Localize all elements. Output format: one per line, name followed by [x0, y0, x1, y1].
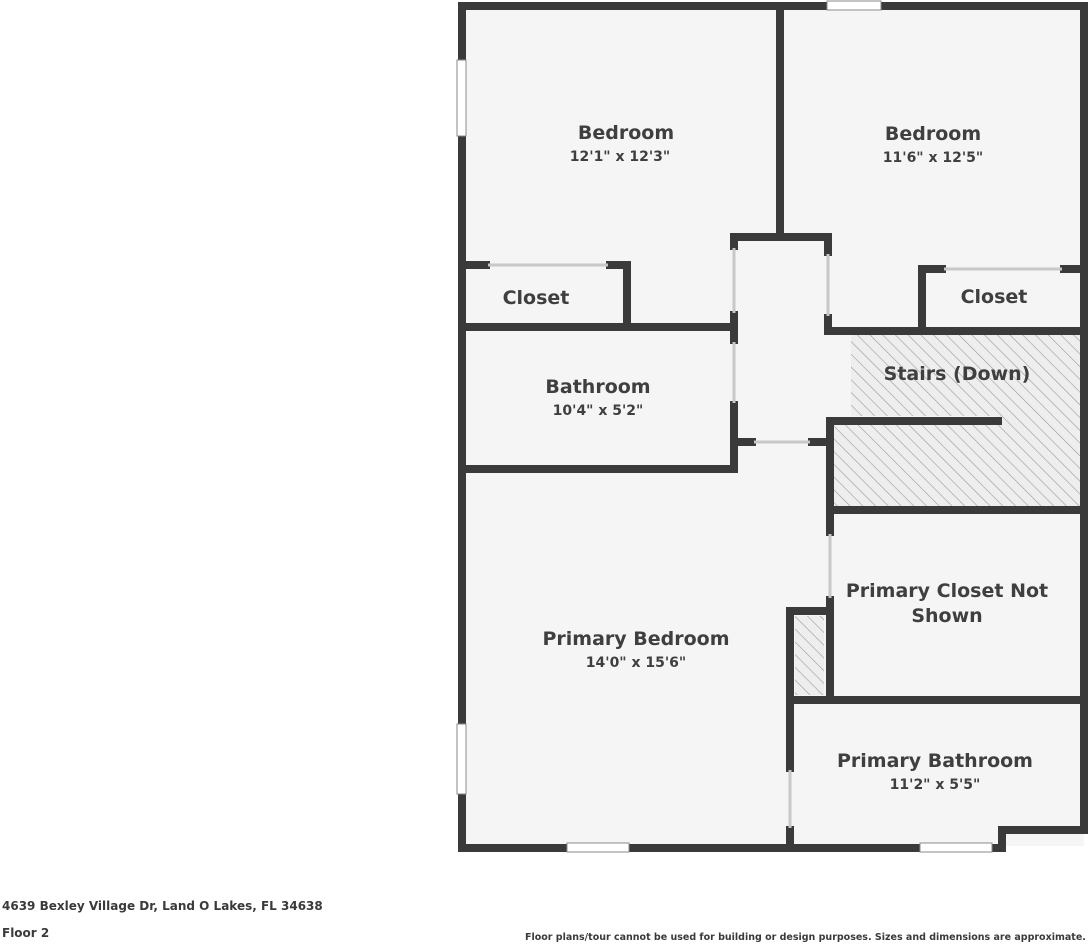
windows — [456, 0, 993, 853]
address-label: 4639 Bexley Village Dr, Land O Lakes, FL… — [2, 899, 323, 913]
walls — [458, 2, 1088, 852]
room-name: Primary Closet Not — [846, 580, 1048, 602]
room-closet-2: Closet — [961, 286, 1028, 308]
room-name: Bedroom — [578, 122, 674, 144]
room-primary-closet: Primary Closet Not Shown — [846, 580, 1048, 627]
room-name: Primary Bedroom — [542, 628, 729, 650]
room-name: Bathroom — [545, 376, 650, 398]
floor-label: Floor 2 — [2, 926, 50, 940]
disclaimer-text: Floor plans/tour cannot be used for buil… — [525, 932, 1086, 943]
room-name-line2: Shown — [911, 605, 982, 627]
room-primary-bathroom: Primary Bathroom 11'2" x 5'5" — [837, 750, 1033, 793]
room-name: Primary Bathroom — [837, 750, 1033, 772]
room-dims: 12'1" x 12'3" — [570, 149, 670, 165]
stairs-hatch — [795, 333, 1081, 695]
room-dims: 10'4" x 5'2" — [553, 403, 644, 419]
room-name: Stairs (Down) — [884, 363, 1031, 385]
room-name: Closet — [503, 287, 570, 309]
room-name: Closet — [961, 286, 1028, 308]
door-openings — [488, 248, 1062, 828]
room-stairs: Stairs (Down) — [884, 363, 1031, 385]
room-dims: 11'2" x 5'5" — [890, 777, 981, 793]
room-primary-bedroom: Primary Bedroom 14'0" x 15'6" — [542, 628, 729, 671]
room-name: Bedroom — [885, 123, 981, 145]
room-bathroom: Bathroom 10'4" x 5'2" — [545, 376, 650, 419]
room-dims: 11'6" x 12'5" — [883, 150, 983, 166]
room-bedroom-2: Bedroom 11'6" x 12'5" — [883, 123, 983, 166]
room-bedroom-1: Bedroom 12'1" x 12'3" — [570, 122, 674, 165]
room-closet-1: Closet — [503, 287, 570, 309]
room-dims: 14'0" x 15'6" — [586, 655, 686, 671]
